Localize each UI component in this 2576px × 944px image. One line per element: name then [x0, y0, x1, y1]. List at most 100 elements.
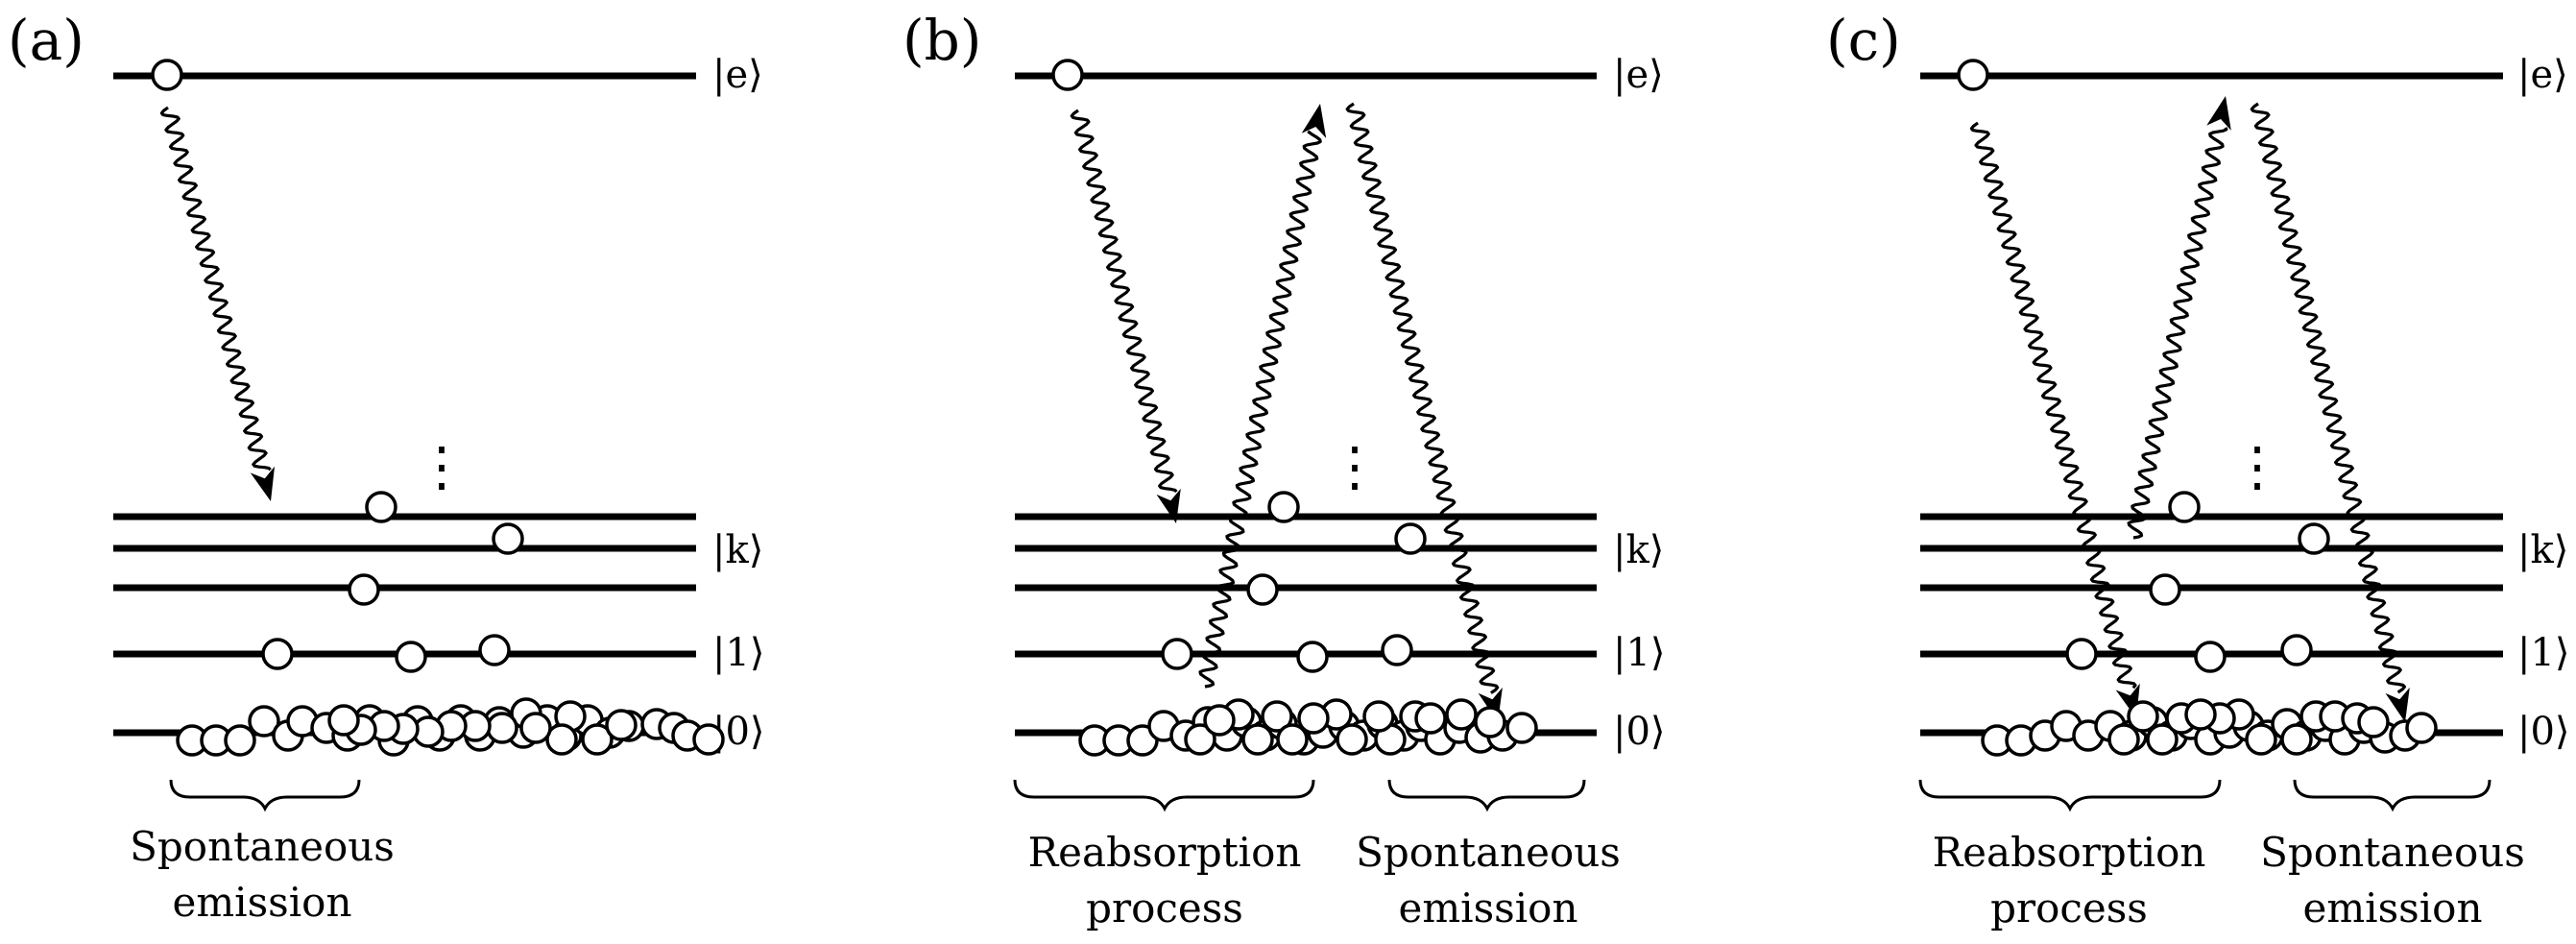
- atom: [1296, 641, 1329, 673]
- spontaneous-photon-path: [2250, 102, 2406, 694]
- caption-spontaneous-b-line2: emission: [1399, 884, 1578, 932]
- atom: [1297, 702, 1330, 735]
- caption-spontaneous-c-line2: emission: [2303, 884, 2483, 932]
- ket-e: |e⟩: [1613, 53, 1664, 97]
- atom: [1267, 491, 1300, 523]
- atom: [151, 59, 183, 91]
- atom: [395, 641, 427, 673]
- ellipsis-dots: ⋮: [415, 436, 469, 498]
- brace-reabsorption-b: [1013, 779, 1315, 812]
- ket-1: |1⟩: [1613, 631, 1666, 675]
- atom: [478, 634, 511, 666]
- atom: [1362, 700, 1395, 733]
- atom: [1241, 723, 1274, 756]
- ellipsis-dots: ⋮: [2230, 436, 2284, 498]
- atom: [248, 705, 280, 738]
- emission-photon-path: [159, 106, 272, 472]
- caption-spontaneous-a-line1: Spontaneous: [130, 823, 395, 870]
- atom: [486, 712, 518, 744]
- reabsorbed-photon-arrowhead: [2206, 96, 2231, 131]
- atom: [1381, 634, 1413, 666]
- atom: [1394, 522, 1427, 555]
- panel-a: (a) |e⟩ |k⟩ |1⟩ |0⟩ ⋮ Spontaneous emissi…: [8, 8, 765, 926]
- atom: [2280, 634, 2313, 666]
- atom: [1414, 702, 1447, 735]
- caption-reabsorption-c-line2: process: [1990, 884, 2148, 932]
- atom: [2146, 723, 2179, 756]
- ket-0: |0⟩: [1613, 710, 1666, 754]
- caption-reabsorption-c-line1: Reabsorption: [1933, 829, 2206, 876]
- atom-group-ground: [1078, 698, 1538, 757]
- atom: [1445, 698, 1478, 731]
- atom: [2168, 491, 2201, 523]
- atom: [2194, 641, 2227, 673]
- atom: [365, 491, 397, 523]
- atom: [1184, 723, 1216, 756]
- reabsorbed-photon-path: [2127, 127, 2228, 540]
- atom-group-upper: [1051, 59, 1427, 673]
- caption-reabsorption-b-line2: process: [1086, 884, 1243, 932]
- atom: [1203, 704, 1236, 737]
- atom: [348, 573, 380, 606]
- atom: [1276, 723, 1309, 756]
- panel-label-b: (b): [903, 8, 981, 73]
- atom-group-ground: [176, 697, 725, 757]
- atom: [2065, 638, 2098, 670]
- atom: [2107, 723, 2140, 756]
- atom: [1161, 638, 1193, 670]
- atom: [605, 709, 638, 741]
- atom: [224, 724, 256, 757]
- atom: [1336, 723, 1368, 756]
- atom: [1957, 59, 1989, 91]
- spontaneous-photon-arrowhead: [2385, 687, 2410, 722]
- atom: [261, 638, 294, 670]
- ket-1: |1⟩: [2517, 631, 2570, 675]
- ket-e: |e⟩: [712, 53, 763, 97]
- atom: [2245, 723, 2277, 756]
- atom-group-ground: [1981, 698, 2438, 757]
- brace-spontaneous-a: [169, 779, 361, 812]
- atom: [2184, 698, 2217, 731]
- caption-spontaneous-b-line1: Spontaneous: [1356, 829, 1621, 876]
- atom: [2405, 712, 2438, 744]
- caption-reabsorption-b-line1: Reabsorption: [1028, 829, 1302, 876]
- panel-label-a: (a): [8, 8, 84, 73]
- atom: [2127, 700, 2159, 733]
- atom: [692, 723, 725, 756]
- atom: [327, 704, 360, 737]
- reabsorbed-photon-arrowhead: [1301, 104, 1327, 138]
- ket-k: |k⟩: [2517, 528, 2568, 572]
- emission-photon-arrowhead: [1156, 488, 1181, 523]
- caption-spontaneous-a-line2: emission: [173, 879, 352, 926]
- atom-group-upper: [1957, 59, 2330, 673]
- atom: [1246, 573, 1279, 606]
- brace-spontaneous-b: [1387, 779, 1586, 812]
- atom-group-upper: [151, 59, 524, 673]
- caption-spontaneous-c-line1: Spontaneous: [2260, 829, 2525, 876]
- ket-1: |1⟩: [712, 631, 765, 675]
- atom: [2298, 522, 2330, 555]
- atom: [1261, 700, 1293, 733]
- atom: [1474, 706, 1506, 738]
- panel-b: (b) |e⟩ |k⟩ |1⟩ |0⟩ ⋮ Reabsorption proce…: [903, 8, 1666, 932]
- emission-photon-path: [1969, 121, 2137, 690]
- atom: [581, 723, 614, 756]
- panel-c: (c) |e⟩ |k⟩ |1⟩ |0⟩ ⋮ Reabsorption proce…: [1826, 8, 2570, 932]
- atom: [545, 723, 578, 756]
- reabsorbed-photon-path: [1198, 130, 1322, 689]
- emission-photon-arrowhead: [250, 466, 275, 501]
- atom: [492, 522, 524, 555]
- spontaneous-photon-path: [1345, 102, 1500, 694]
- panel-label-c: (c): [1826, 8, 1901, 73]
- atom: [519, 712, 552, 744]
- ellipsis-dots: ⋮: [1328, 436, 1382, 498]
- ket-0: |0⟩: [2517, 710, 2570, 754]
- brace-spontaneous-c: [2293, 779, 2492, 812]
- atom: [1051, 59, 1084, 91]
- emission-photon-path: [1070, 109, 1178, 494]
- ket-e: |e⟩: [2517, 53, 2568, 97]
- atom: [1505, 712, 1538, 744]
- atom: [2149, 573, 2181, 606]
- atom: [2280, 723, 2313, 756]
